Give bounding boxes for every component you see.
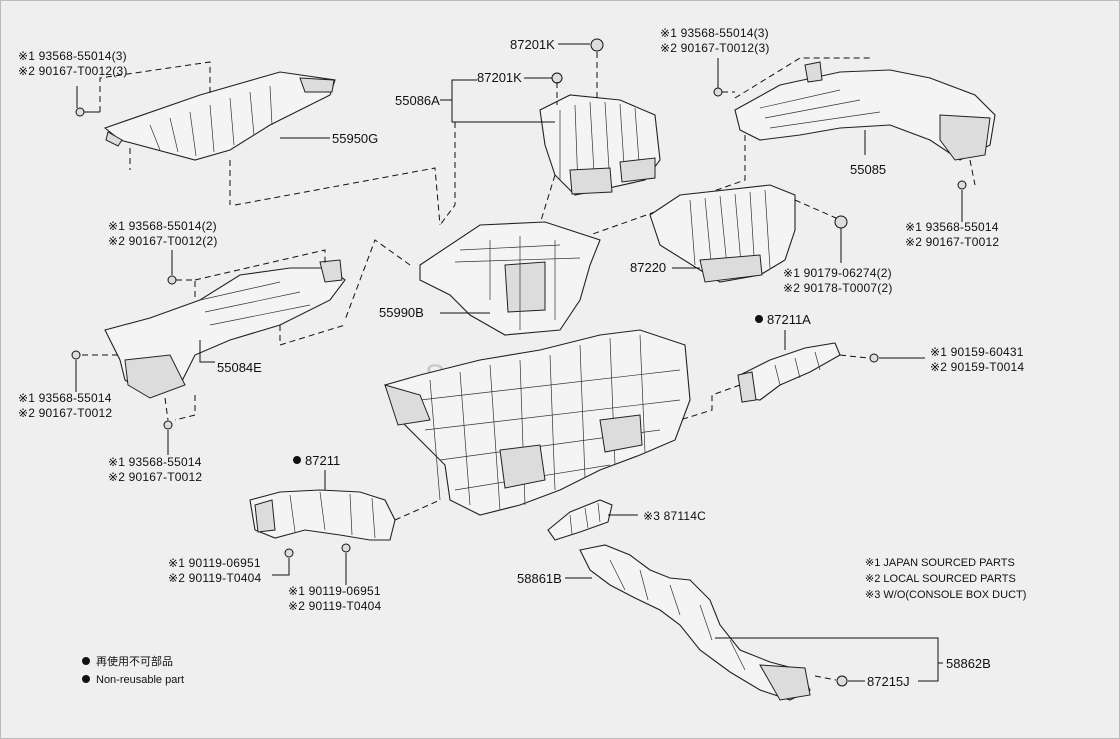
label-55084e-m2: ※2 90167-T0012 xyxy=(108,470,202,484)
label-55085-b2: ※2 90167-T0012 xyxy=(905,235,999,249)
label-87211a-n1: ※1 90159-60431 xyxy=(930,345,1024,359)
label-87211-l2: ※2 90119-T0404 xyxy=(168,571,261,585)
label-87220: 87220 xyxy=(630,260,666,275)
label-87220-n1: ※1 90179-06274(2) xyxy=(783,266,892,280)
label-87211: 87211 xyxy=(305,453,340,468)
nonreusable-dot-87211a xyxy=(755,315,763,323)
part-87211 xyxy=(249,489,396,541)
label-55086a: 55086A xyxy=(395,93,440,108)
label-58861b: 58861B xyxy=(517,571,562,586)
part-58861b xyxy=(579,544,811,701)
part-55084e xyxy=(104,259,346,399)
label-55084e: 55084E xyxy=(217,360,262,375)
label-87215j: 87215J xyxy=(867,674,910,689)
part-55950g xyxy=(103,71,336,161)
part-55085 xyxy=(734,61,996,161)
label-58862b: 58862B xyxy=(946,656,991,671)
part-87211a xyxy=(737,342,841,403)
part-hvac-unit xyxy=(384,329,691,516)
label-55950g: 55950G xyxy=(332,131,378,146)
label-55085-n2: ※2 90167-T0012(3) xyxy=(660,41,770,55)
legend-jp: 再使用不可部品 xyxy=(96,654,173,668)
label-55950g-n1: ※1 93568-55014(3) xyxy=(18,49,127,63)
note-2: ※2 LOCAL SOURCED PARTS xyxy=(865,573,1016,585)
legend-dot-en xyxy=(82,675,90,683)
label-55084e-l2: ※2 90167-T0012 xyxy=(18,406,112,420)
label-55990b: 55990B xyxy=(379,305,424,320)
note-1: ※1 JAPAN SOURCED PARTS xyxy=(865,557,1015,569)
label-55084e-n2: ※2 90167-T0012(2) xyxy=(108,234,218,248)
label-55084e-m1: ※1 93568-55014 xyxy=(108,455,202,469)
part-87220 xyxy=(649,184,796,283)
label-87211-m2: ※2 90119-T0404 xyxy=(288,599,381,613)
label-55084e-l1: ※1 93568-55014 xyxy=(18,391,112,405)
label-55084e-n1: ※1 93568-55014(2) xyxy=(108,219,217,233)
part-55990b xyxy=(419,221,601,336)
legend-en: Non-reusable part xyxy=(96,674,184,686)
label-87201k-b: 87201K xyxy=(477,70,522,85)
label-55085-b1: ※1 93568-55014 xyxy=(905,220,999,234)
nonreusable-dot-87211 xyxy=(293,456,301,464)
label-55950g-n2: ※2 90167-T0012(3) xyxy=(18,64,128,78)
label-55085-n1: ※1 93568-55014(3) xyxy=(660,26,769,40)
label-87211-l1: ※1 90119-06951 xyxy=(168,556,261,570)
label-87211a-n2: ※2 90159-T0014 xyxy=(930,360,1024,374)
label-87114c: ※3 87114C xyxy=(643,509,706,523)
part-55086a xyxy=(539,94,661,196)
label-87211a: 87211A xyxy=(767,312,811,327)
label-87201k-a: 87201K xyxy=(510,37,555,52)
label-55085: 55085 xyxy=(850,162,886,177)
note-3: ※3 W/O(CONSOLE BOX DUCT) xyxy=(865,589,1026,601)
label-87220-n2: ※2 90178-T0007(2) xyxy=(783,281,893,295)
legend-dot-jp xyxy=(82,657,90,665)
part-87114c xyxy=(547,499,613,541)
label-87211-m1: ※1 90119-06951 xyxy=(288,584,381,598)
